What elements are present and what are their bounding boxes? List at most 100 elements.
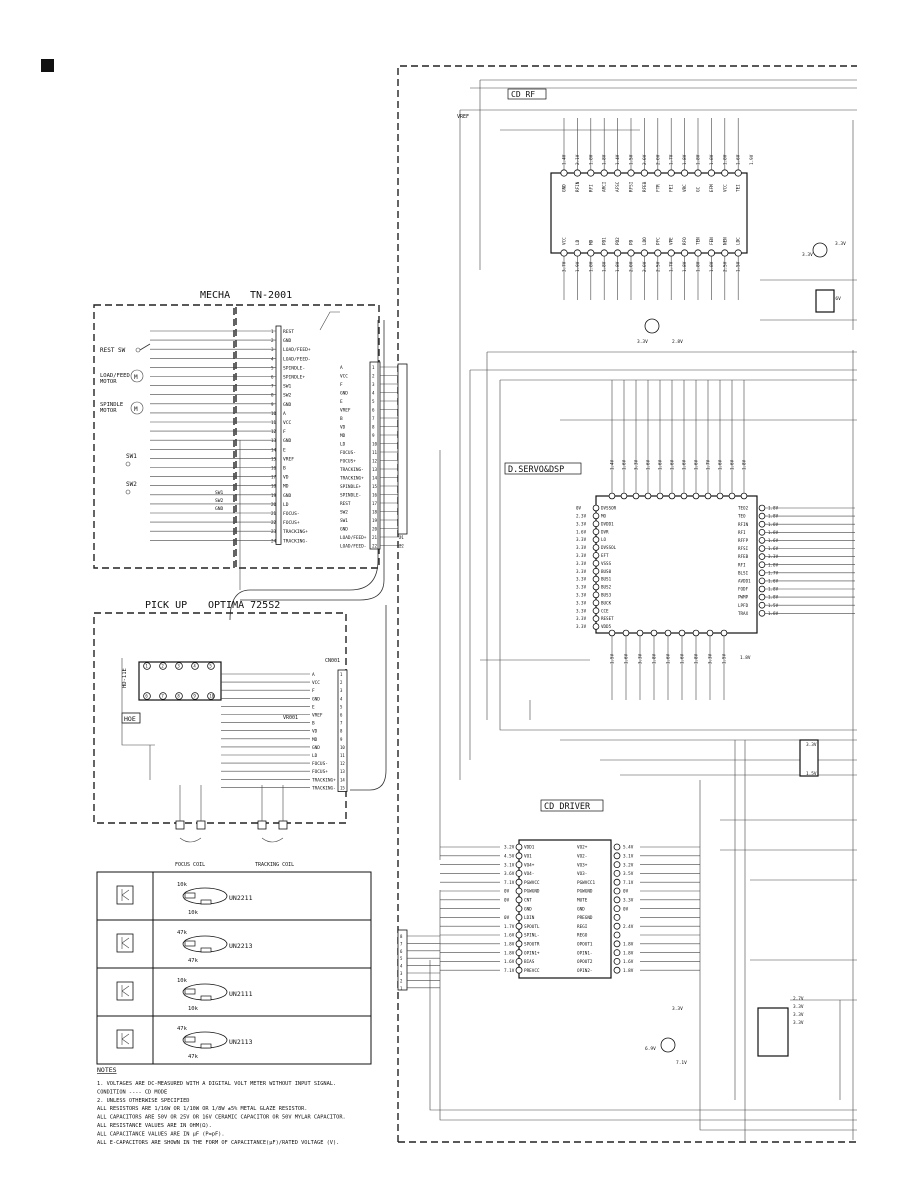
edge-pin-num: 2 <box>400 978 403 983</box>
rf-top-pin-label: FEI <box>669 184 675 192</box>
cd-driver-title: CD DRIVER <box>544 802 591 812</box>
rf-bottom-pin <box>667 249 675 257</box>
dsp-right-pin <box>758 545 766 552</box>
edge-pin-num: 5 <box>400 956 403 961</box>
dsp-left-voltage: 3.3V <box>576 545 587 550</box>
mecha-left-pin: GND <box>283 402 292 408</box>
rf-top-voltage: 1.5V <box>629 154 635 165</box>
dsp-left-pin-label: BUS3 <box>601 593 612 598</box>
cd-driver-ic <box>518 839 612 979</box>
mecha-left-pin: SPINDLE- <box>283 365 305 371</box>
pickup-signal: TRACKING+ <box>312 777 336 783</box>
mecha-right-pin: VCC <box>340 374 348 380</box>
svg-text:M: M <box>134 406 138 413</box>
dsp-right-pin-label: TEO <box>738 514 746 519</box>
mecha-right-pin-num: 6 <box>372 408 375 413</box>
edge-pin-num: 6 <box>400 949 403 954</box>
dsp-bottom-pin <box>678 629 686 637</box>
driver-right-pin-label: OPOUT1 <box>577 942 593 948</box>
driver-left-pin-label: SPOUTR <box>524 942 540 948</box>
rf-top-pin-label: FTR <box>655 184 661 192</box>
pickup-section: PICK UP OPTIMA 725S2 HD-11E HOE VR001 CN… <box>93 600 348 868</box>
dsp-bottom-pin <box>650 629 658 637</box>
mecha-right-pin: FOCUS- <box>340 450 356 456</box>
driver-left-pin-label: LDIN <box>524 915 535 921</box>
mecha-right-pin-num: 21 <box>372 535 378 540</box>
mecha-title: MECHA <box>200 290 230 301</box>
dsp-left-pin <box>592 623 600 630</box>
driver-right-voltage: 3.5V <box>623 871 634 877</box>
pickup-signal: VD <box>312 729 318 735</box>
dsp-left-voltage: 3.3V <box>576 616 587 621</box>
dsp-left-pin-label: DVDD1 <box>601 521 614 526</box>
mecha-right-pin-num: 22 <box>372 544 378 549</box>
note-line: ALL E-CAPACITORS ARE SHOWN IN THE FORM O… <box>97 1140 339 1146</box>
hoe-label: HOE <box>124 715 136 723</box>
rf-top-voltage: 2.0V <box>655 154 661 165</box>
dsp-left-pin <box>592 536 600 543</box>
sw2-icon <box>125 489 131 495</box>
driver-left-voltage: 1.6V <box>504 959 515 965</box>
driver-misc-voltage: 7.1V <box>676 1060 687 1066</box>
pickup-pin-num: 7 <box>340 721 343 726</box>
dsp-left-pin-label: MO <box>601 514 607 519</box>
dsp-left-voltage: 3.3V <box>576 624 587 629</box>
dsp-left-voltage: 1.6V <box>576 529 587 534</box>
driver-left-voltage: 7.1V <box>504 880 515 886</box>
mecha-right-pin-num: 10 <box>372 442 378 447</box>
dsp-title-box <box>504 462 582 475</box>
rf-top-pin <box>694 169 702 177</box>
driver-left-pin <box>515 914 523 921</box>
svg-text:LOAD/FEED: LOAD/FEED <box>100 373 130 379</box>
rf-bottom-pin <box>654 249 662 257</box>
driver-left-pin-label: VO4- <box>524 871 534 877</box>
driver-left-voltage: 3.2V <box>504 845 515 851</box>
rf-top-pin <box>640 169 649 177</box>
mecha-left-pin-num: 9 <box>271 402 274 407</box>
mecha-right-pin: SPINDLE+ <box>340 484 362 490</box>
dsp-top-voltage: 1.4V <box>610 459 615 470</box>
dsp-bottom-voltage: 1.6V <box>680 653 685 664</box>
mecha-right-pin: SW2 <box>340 510 348 516</box>
svg-text:SPINDLE: SPINDLE <box>100 402 123 408</box>
mecha-left-pin-num: 4 <box>271 356 274 361</box>
mecha-left-pin: SPINDLE+ <box>283 375 305 381</box>
rf-top-voltage: 1.9V <box>749 154 755 165</box>
rf-top-pin-label: AFSC <box>615 181 621 192</box>
dsp-right-pin-label: BLSI <box>738 570 749 575</box>
rf-top-pin <box>600 169 608 177</box>
note-line: 1. VOLTAGES ARE DC-MEASURED WITH A DIGIT… <box>97 1081 336 1087</box>
mecha-right-pin: MD <box>340 433 346 439</box>
mecha-section: MECHA TN-2001 REST SW LOAD/FEED MOTOR M … <box>93 290 404 590</box>
driver-left-pin <box>515 949 523 956</box>
rf-top-voltage: 1.6V <box>736 154 742 165</box>
notes: NOTES 1. VOLTAGES ARE DC-MEASURED WITH A… <box>97 1066 346 1146</box>
rf-bottom-pin <box>707 249 716 257</box>
dsp-left-voltage: 3.3V <box>576 577 587 582</box>
mecha-left-pin-num: 22 <box>271 520 277 525</box>
driver-right-pin-label: PGWGND <box>577 889 593 895</box>
pickup-pin-num: 1 <box>340 672 343 677</box>
driver-right-voltage: 1.8V <box>623 968 634 974</box>
dsp-top-voltage: 1.6V <box>682 459 687 470</box>
cd-rf-title-box <box>507 88 547 100</box>
pickup-signal: VREF <box>312 713 323 719</box>
mecha-left-pin-num: 20 <box>271 502 277 507</box>
rf-top-voltage: 1.8V <box>696 154 702 165</box>
pickup-ic-pin <box>191 662 199 670</box>
mecha-right-pin: VREF <box>340 408 351 414</box>
board-edge-connector-2 <box>397 363 408 535</box>
driver-right-pin-label: OPIN1- <box>577 950 593 956</box>
transistor-part: UN2113 <box>229 1038 253 1046</box>
driver-left-voltage: 1.6V <box>504 933 515 939</box>
rest-sw-icon <box>135 347 141 353</box>
dsp-left-voltage: 3.3V <box>576 569 587 574</box>
dsp-left-voltage: 3.3V <box>576 553 587 558</box>
main-board-frame <box>397 65 857 1142</box>
rf-bottom-voltage: 2.5V <box>722 261 728 272</box>
mecha-connector-left: REST1GND2LOAD/FEED+3LOAD/FEED-4SPINDLE-5… <box>271 325 311 545</box>
dsp-left-voltage: 3.3V <box>576 608 587 613</box>
edge-voltage: 3.3V <box>793 1012 804 1018</box>
transistor-r1: 10k <box>177 978 188 984</box>
mecha-right-pin-num: 14 <box>372 476 378 481</box>
